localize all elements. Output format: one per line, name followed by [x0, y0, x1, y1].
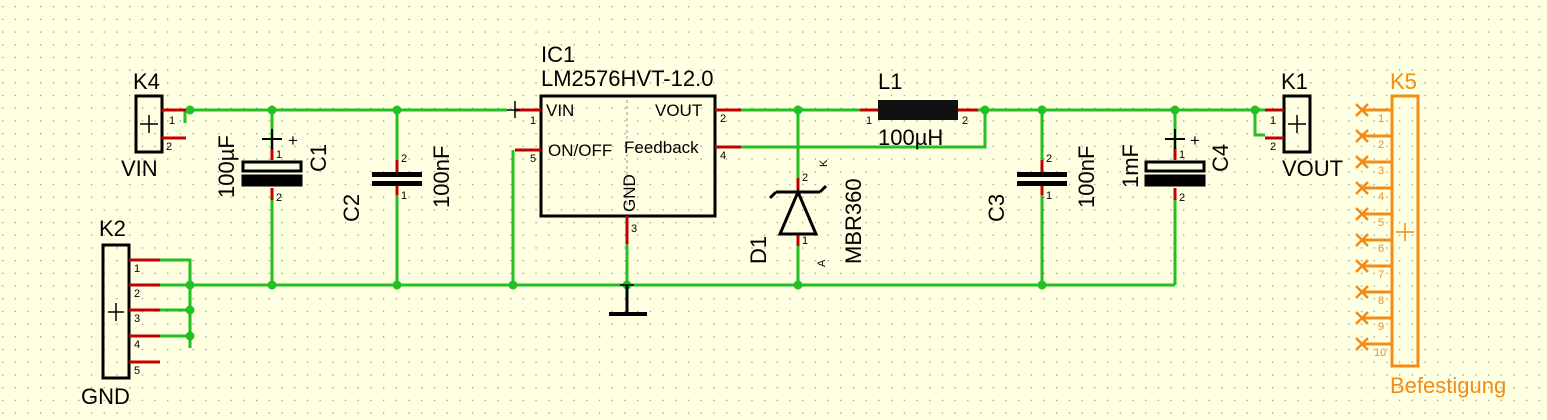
c4-pin-2: 2 — [1179, 192, 1185, 204]
k1-name: K1 — [1281, 69, 1308, 94]
k4-pin-1: 1 — [169, 115, 175, 127]
k2-pin-4: 4 — [134, 339, 140, 351]
c1-name: C1 — [306, 144, 331, 172]
connector-k1[interactable]: 1 2 K1 VOUT — [1265, 69, 1343, 181]
k1-pin-2: 2 — [1270, 141, 1276, 153]
k5-pins — [1355, 103, 1392, 351]
c4-pin-1: 1 — [1179, 149, 1185, 161]
k5-pin-4: 4 — [1378, 191, 1384, 203]
k5-unconnected-marker — [1355, 181, 1369, 195]
c4-value: 1mF — [1118, 144, 1143, 188]
k5-unconnected-marker — [1355, 259, 1369, 273]
l1-value: 100µH — [878, 125, 943, 150]
ic1-pin-3: 3 — [631, 223, 637, 235]
c1-pin-1: 1 — [276, 149, 282, 161]
k5-unconnected-marker — [1355, 233, 1369, 247]
k2-name: K2 — [99, 216, 126, 241]
connector-k4[interactable]: 1 2 K4 VIN — [121, 69, 186, 181]
ic1-onoff-label: ON/OFF — [548, 141, 612, 160]
ic1-gnd-label: GND — [620, 174, 639, 212]
inductor-l1[interactable]: 1 2 L1 100µH — [860, 69, 978, 150]
c2-pin-1: 1 — [401, 190, 407, 202]
k5-pin-7: 7 — [1378, 269, 1384, 281]
k2-pin-5: 5 — [134, 365, 140, 377]
capacitor-c1[interactable]: + 1 2 C1 100µF — [214, 129, 331, 204]
c2-value: 100nF — [429, 146, 454, 208]
ic1-value: LM2576HVT-12.0 — [541, 66, 713, 91]
d1-pin-2: 2 — [802, 172, 808, 184]
ic1-pin-1: 1 — [530, 115, 536, 127]
k5-pin-5: 5 — [1378, 217, 1384, 229]
connector-k5[interactable]: 1 2 3 4 5 6 7 8 9 10 K5 Befestigung — [1355, 69, 1506, 398]
c3-name: C3 — [984, 194, 1009, 222]
ground-symbol — [609, 284, 647, 316]
k1-pin-1: 1 — [1270, 115, 1276, 127]
c3-pin-2: 2 — [1046, 153, 1052, 165]
junctions — [185, 105, 1260, 341]
k5-unconnected-marker — [1355, 311, 1369, 325]
k5-pin-1: 1 — [1378, 113, 1384, 125]
k2-pin-2: 2 — [134, 288, 140, 300]
k5-pin-10: 10 — [1374, 347, 1386, 359]
ic1-regulator[interactable]: 1 5 2 4 3 VIN VOUT ON/OFF Feedback GND I… — [507, 42, 741, 244]
k4-pin-2: 2 — [166, 141, 172, 153]
c4-name: C4 — [1208, 144, 1233, 172]
k5-pin-9: 9 — [1378, 321, 1384, 333]
k2-value: GND — [81, 384, 130, 409]
c4-plus: + — [1190, 131, 1200, 150]
ic1-vout-label: VOUT — [655, 101, 702, 120]
d1-cathode-label: K — [818, 159, 830, 167]
k5-unconnected-marker — [1355, 285, 1369, 299]
d1-value: MBR360 — [841, 178, 866, 264]
c1-value: 100µF — [214, 135, 239, 198]
k4-value: VIN — [121, 156, 158, 181]
k5-pin-2: 2 — [1378, 139, 1384, 151]
c2-pin-2: 2 — [401, 153, 407, 165]
c2-name: C2 — [339, 194, 364, 222]
k5-value: Befestigung — [1390, 373, 1506, 398]
k2-pin-1: 1 — [134, 263, 140, 275]
k5-pin-6: 6 — [1378, 243, 1384, 255]
k1-value: VOUT — [1282, 156, 1343, 181]
d1-pin-1: 1 — [802, 235, 808, 247]
k5-name: K5 — [1390, 69, 1417, 94]
d1-anode-label: A — [816, 259, 828, 267]
k5-unconnected-marker — [1355, 103, 1369, 117]
k5-unconnected-marker — [1355, 129, 1369, 143]
k5-unconnected-marker — [1355, 155, 1369, 169]
l1-name: L1 — [878, 69, 902, 94]
k2-pin-3: 3 — [134, 313, 140, 325]
k4-name: K4 — [133, 69, 160, 94]
c1-pin-2: 2 — [276, 192, 282, 204]
k5-unconnected-marker — [1355, 207, 1369, 221]
capacitor-c2[interactable]: 2 1 C2 100nF — [339, 146, 454, 222]
ic1-name: IC1 — [541, 42, 575, 67]
ic1-pin-4: 4 — [720, 150, 726, 162]
l1-pin-2: 2 — [962, 115, 968, 127]
diode-d1[interactable]: 2 1 K A D1 MBR360 — [746, 159, 866, 267]
ic1-vin-label: VIN — [546, 101, 574, 120]
c3-pin-1: 1 — [1046, 190, 1052, 202]
capacitor-c3[interactable]: 2 1 C3 100nF — [984, 146, 1099, 222]
c3-value: 100nF — [1074, 146, 1099, 208]
ic1-pin-2: 2 — [720, 113, 726, 125]
ic1-pin-5: 5 — [530, 153, 536, 165]
l1-pin-1: 1 — [866, 115, 872, 127]
capacitor-c4[interactable]: + 1 2 C4 1mF — [1118, 129, 1233, 204]
d1-name: D1 — [746, 236, 771, 264]
k5-unconnected-marker — [1355, 337, 1369, 351]
k5-pin-3: 3 — [1378, 165, 1384, 177]
connector-k2[interactable]: 1 2 3 4 5 K2 GND — [81, 216, 160, 409]
k5-pin-8: 8 — [1378, 295, 1384, 307]
ic1-feedback-label: Feedback — [624, 138, 699, 157]
c1-plus: + — [288, 131, 298, 150]
